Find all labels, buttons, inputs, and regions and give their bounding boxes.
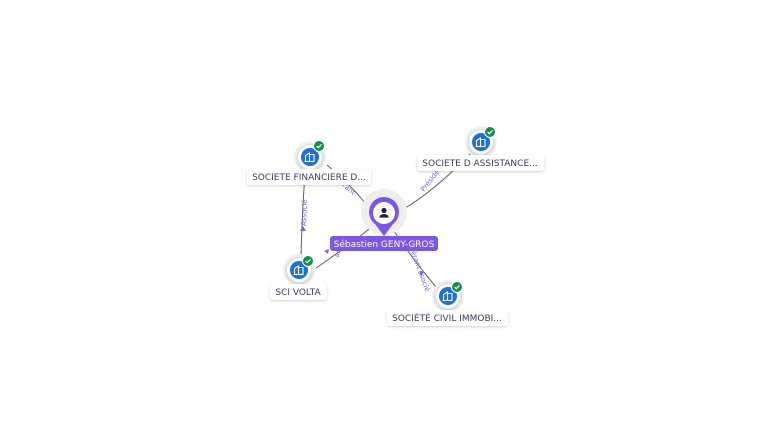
edge-arrows (300, 226, 424, 276)
person-name: Sébastien GENY-GROS (334, 239, 435, 250)
company-label-societe-civil-immobi[interactable]: SOCIÉTÉ CIVIL IMMOBI... (387, 310, 508, 326)
check-badge-icon (313, 140, 325, 152)
check-badge-icon (302, 255, 314, 267)
label-box (417, 155, 544, 171)
company-node-societe-civil-immobi[interactable] (432, 280, 464, 312)
building-icon (293, 265, 304, 276)
edge-arrow (419, 271, 424, 276)
center-label-box (330, 236, 438, 251)
check-badge-icon (484, 126, 496, 138)
center-label[interactable]: Sébastien GENY-GROS (330, 236, 438, 251)
company-node-sci-volta[interactable] (283, 254, 315, 286)
company-label-sci-volta[interactable]: SCI VOLTA (270, 284, 327, 300)
company-name: SCI VOLTA (275, 288, 321, 298)
edge-label-associe-financiere-volta: Associé (300, 199, 309, 226)
building-icon (304, 152, 315, 163)
building-icon (442, 291, 453, 302)
company-label-societe-financiere[interactable]: SOCIETE FINANCIERE D... (247, 169, 371, 185)
edge-center-societe-civil-immobi (391, 227, 437, 288)
company-name: SOCIETE FINANCIERE D... (252, 173, 366, 183)
person-node-center[interactable] (361, 189, 407, 236)
label-box (270, 284, 327, 300)
company-name: SOCIETE D ASSISTANCE... (422, 159, 537, 169)
edge-label-societe-civil-immobi: érant ssocié (409, 250, 431, 293)
label-box (387, 310, 508, 326)
company-label-societe-assistance[interactable]: SOCIETE D ASSISTANCE... (417, 155, 544, 171)
company-name: SOCIÉTÉ CIVIL IMMOBI... (392, 312, 502, 324)
edge-arrow (300, 226, 306, 231)
label-box (247, 169, 371, 185)
check-badge-icon (451, 281, 463, 293)
edge-arrow (324, 249, 329, 254)
company-node-societe-assistance[interactable] (465, 126, 497, 158)
company-node-societe-financiere[interactable] (294, 140, 326, 174)
person-icon (379, 207, 389, 218)
edge-label-societe-assistance: Préside (419, 168, 441, 193)
building-icon (475, 137, 486, 148)
